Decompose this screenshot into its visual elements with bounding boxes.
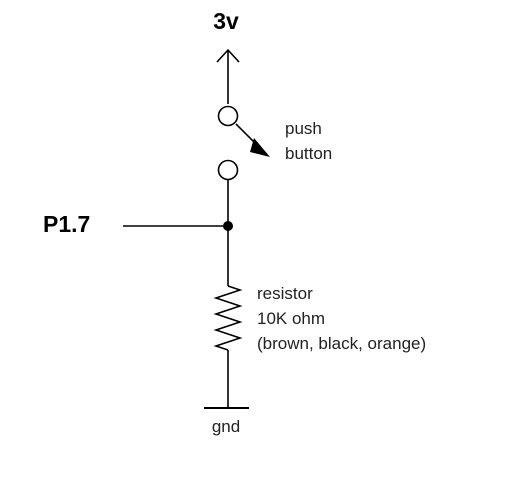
switch-top-terminal (217, 105, 239, 127)
supply-arrow-icon (216, 48, 240, 104)
resistor-label-line1: resistor (257, 284, 313, 303)
button-label-line2: button (285, 144, 332, 163)
switch-bottom-terminal (217, 159, 239, 181)
supply-label: 3v (213, 8, 239, 34)
resistor-label-line2: 10K ohm (257, 309, 325, 328)
ground-label: gnd (212, 417, 240, 436)
button-label-line1: push (285, 119, 322, 138)
resistor-symbol (213, 285, 243, 351)
switch-arrow-icon (250, 138, 270, 157)
push-button-symbol (217, 105, 270, 181)
pin-label: P1.7 (43, 211, 90, 237)
resistor-label-line3: (brown, black, orange) (257, 334, 426, 353)
